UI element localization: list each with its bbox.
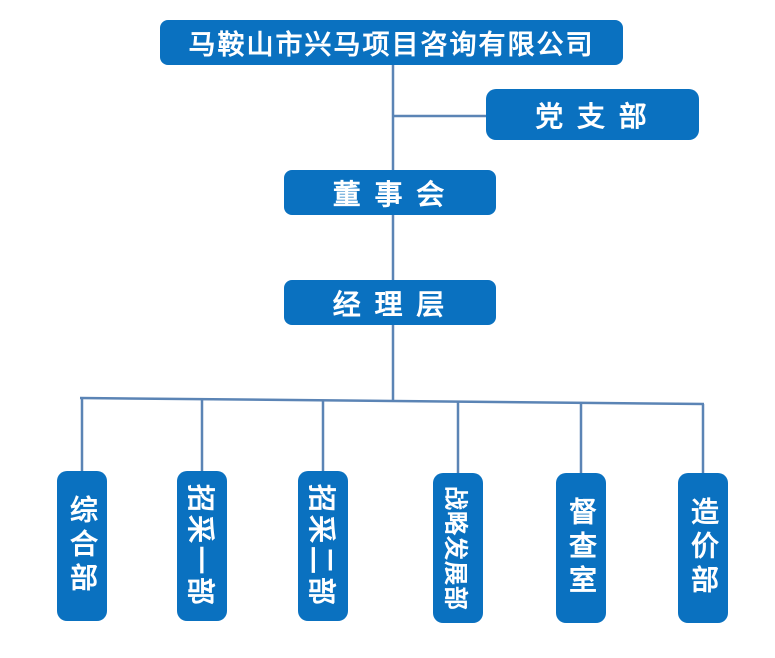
dept-box-zaojiabu: 造价部 bbox=[678, 473, 728, 623]
dept-label: 招采一部 bbox=[185, 483, 216, 608]
dept-label: 造价部 bbox=[688, 497, 719, 599]
dept-box-zhaocai-er-bu: 招采二部 bbox=[298, 471, 348, 621]
party-branch-box: 党 支 部 bbox=[486, 89, 699, 140]
dept-box-duchashi: 督查室 bbox=[556, 473, 606, 623]
party-branch-label: 党 支 部 bbox=[535, 100, 650, 132]
dept-label: 战略发展部 bbox=[441, 485, 469, 611]
board-box: 董 事 会 bbox=[284, 170, 496, 215]
dept-box-zhanlve-fazhan-bu: 战略发展部 bbox=[433, 473, 483, 623]
dept-label: 招采二部 bbox=[306, 483, 337, 608]
board-label: 董 事 会 bbox=[332, 178, 448, 210]
dept-box-zhaocai-yi-bu: 招采一部 bbox=[177, 471, 227, 621]
management-label: 经 理 层 bbox=[332, 288, 448, 320]
dept-label: 督查室 bbox=[566, 497, 597, 599]
company-box: 马鞍山市兴马项目咨询有限公司 bbox=[160, 20, 623, 65]
management-box: 经 理 层 bbox=[284, 280, 496, 325]
dept-label: 综合部 bbox=[67, 495, 98, 597]
dept-box-zonghebu: 综合部 bbox=[57, 471, 107, 621]
company-label: 马鞍山市兴马项目咨询有限公司 bbox=[188, 30, 595, 60]
connector-bus bbox=[79, 396, 705, 406]
